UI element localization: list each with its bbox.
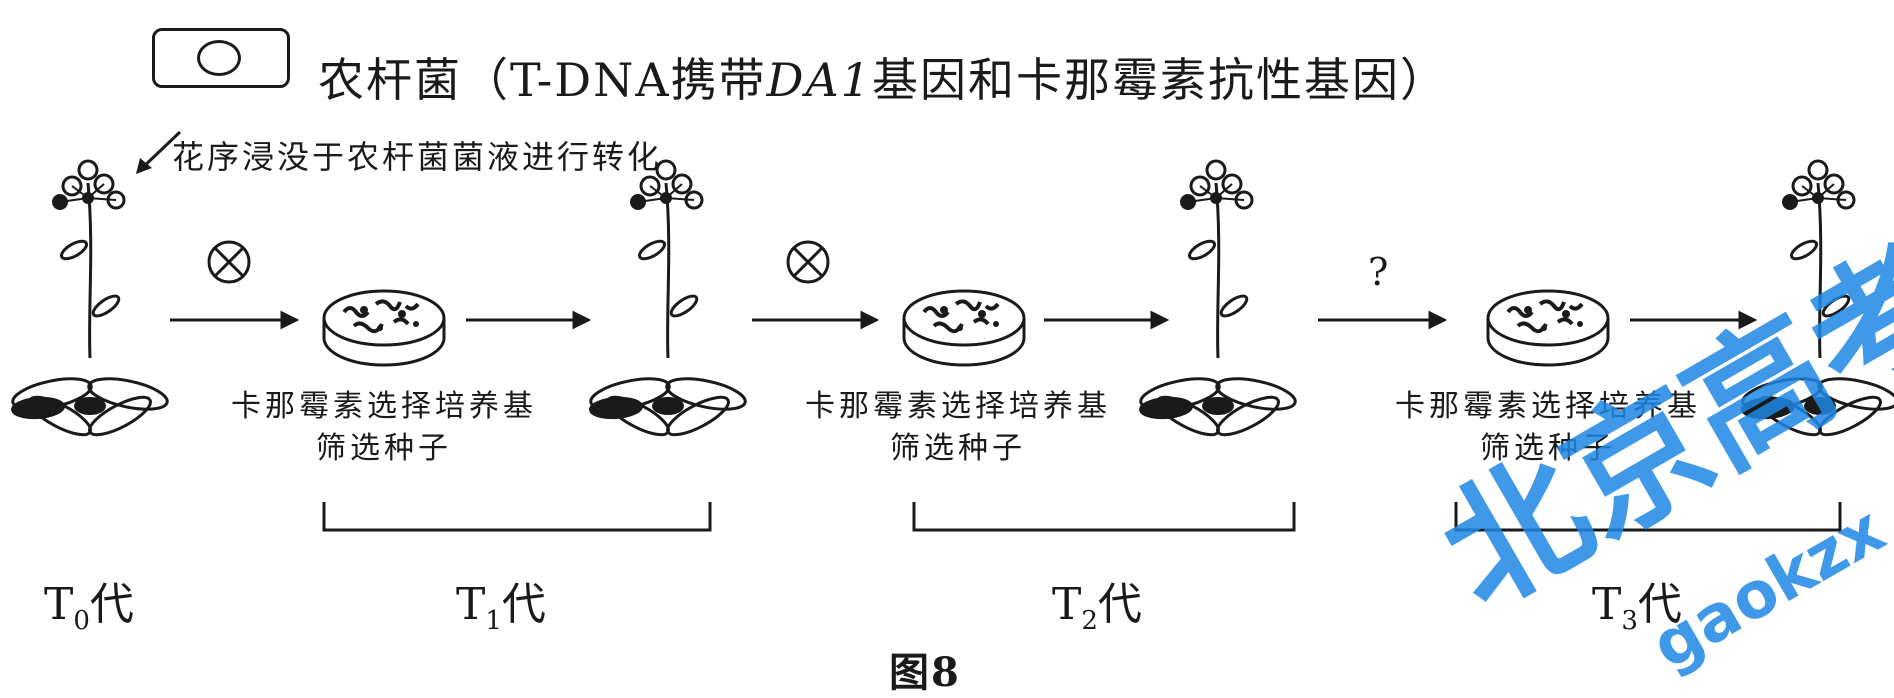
dish-caption-2-line2: 筛选种子 xyxy=(890,431,1026,466)
transformation-instruction: 花序浸没于农杆菌菌液进行转化 xyxy=(172,138,663,176)
culture-dish-1 xyxy=(322,289,446,367)
pointer-arrow xyxy=(136,130,182,174)
generation-label-t3: T3代 xyxy=(1592,579,1682,636)
dish-caption-3: 卡那霉素选择培养基 筛选种子 xyxy=(1358,386,1738,470)
dish-caption-2-line1: 卡那霉素选择培养基 xyxy=(805,389,1111,424)
dish-caption-3-line2: 筛选种子 xyxy=(1480,431,1616,466)
bacterium-cell-icon xyxy=(197,40,241,76)
self-cross-symbol-1 xyxy=(207,240,251,284)
plant-t0 xyxy=(8,159,172,444)
plant-t2 xyxy=(1136,159,1300,444)
culture-dish-3 xyxy=(1486,289,1610,367)
plant-t1 xyxy=(586,159,750,444)
generation-label-t2: T2代 xyxy=(1052,579,1142,636)
generation-label-t1: T1代 xyxy=(456,579,546,636)
generation-brackets xyxy=(322,502,1842,532)
unknown-step-mark: ? xyxy=(1368,250,1389,294)
dish-caption-1-line1: 卡那霉素选择培养基 xyxy=(231,389,537,424)
generation-label-t0: T0代 xyxy=(44,579,134,636)
legend-text: 农杆菌（T-DNA携带DA1基因和卡那霉素抗性基因） xyxy=(318,44,1448,110)
dish-caption-3-line1: 卡那霉素选择培养基 xyxy=(1395,389,1701,424)
legend-text-prefix: 农杆菌（T-DNA携带 xyxy=(318,53,767,107)
figure-label: 图8 xyxy=(889,649,961,696)
legend-gene-name: DA1 xyxy=(766,53,873,107)
legend-icon-box xyxy=(152,28,290,88)
culture-dish-2 xyxy=(902,289,1026,367)
legend-text-suffix: 基因和卡那霉素抗性基因） xyxy=(872,53,1449,107)
dish-caption-1-line2: 筛选种子 xyxy=(316,431,452,466)
process-arrows xyxy=(170,310,1758,330)
dish-caption-1: 卡那霉素选择培养基 筛选种子 xyxy=(194,386,574,470)
dish-caption-2: 卡那霉素选择培养基 筛选种子 xyxy=(768,386,1148,470)
self-cross-symbol-2 xyxy=(786,240,830,284)
